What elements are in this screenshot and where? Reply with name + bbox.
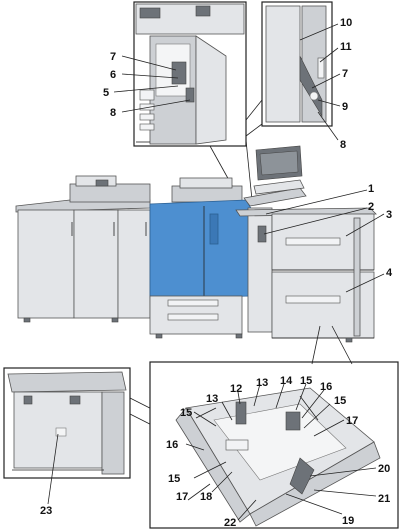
callout-13-b: 13 [256, 377, 268, 389]
callout-14: 14 [280, 375, 293, 387]
callout-22: 22 [224, 517, 236, 529]
inset-lower-door [3, 367, 131, 479]
callout-7-right: 7 [342, 68, 348, 80]
callout-15-a: 15 [180, 407, 192, 419]
callout-16-a: 16 [320, 381, 332, 393]
callout-20: 20 [378, 463, 390, 475]
callout-15-c: 15 [334, 395, 346, 407]
callout-23: 23 [40, 505, 52, 517]
inset-paper-tray [149, 361, 399, 529]
callout-15-b: 15 [300, 375, 312, 387]
callout-9: 9 [342, 101, 348, 113]
callout-12: 12 [230, 383, 242, 395]
callout-1: 1 [368, 183, 374, 195]
main-machine [15, 145, 377, 343]
callout-4: 4 [386, 267, 393, 279]
callout-8-left: 8 [110, 107, 116, 119]
callout-2: 2 [368, 201, 374, 213]
callout-7-left: 7 [110, 51, 116, 63]
callout-6: 6 [110, 69, 116, 81]
callout-10: 10 [340, 17, 352, 29]
callout-11: 11 [340, 41, 352, 53]
callout-18: 18 [200, 491, 212, 503]
callout-17-b: 17 [176, 491, 188, 503]
callout-21: 21 [378, 493, 390, 505]
callout-15-d: 15 [168, 473, 180, 485]
inset-transfer-detail [261, 1, 333, 127]
callout-8-right: 8 [340, 139, 346, 151]
callout-17-a: 17 [346, 415, 358, 427]
callout-13-a: 13 [206, 393, 218, 405]
leader-lines [47, 23, 385, 521]
callout-labels: 1 2 3 4 7 6 5 8 10 11 7 9 8 23 15 13 12 … [40, 17, 393, 529]
inset-front-door [133, 1, 247, 147]
callout-3: 3 [386, 209, 392, 221]
callout-5: 5 [103, 87, 109, 99]
callout-19: 19 [342, 515, 354, 527]
callout-16-b: 16 [166, 439, 178, 451]
